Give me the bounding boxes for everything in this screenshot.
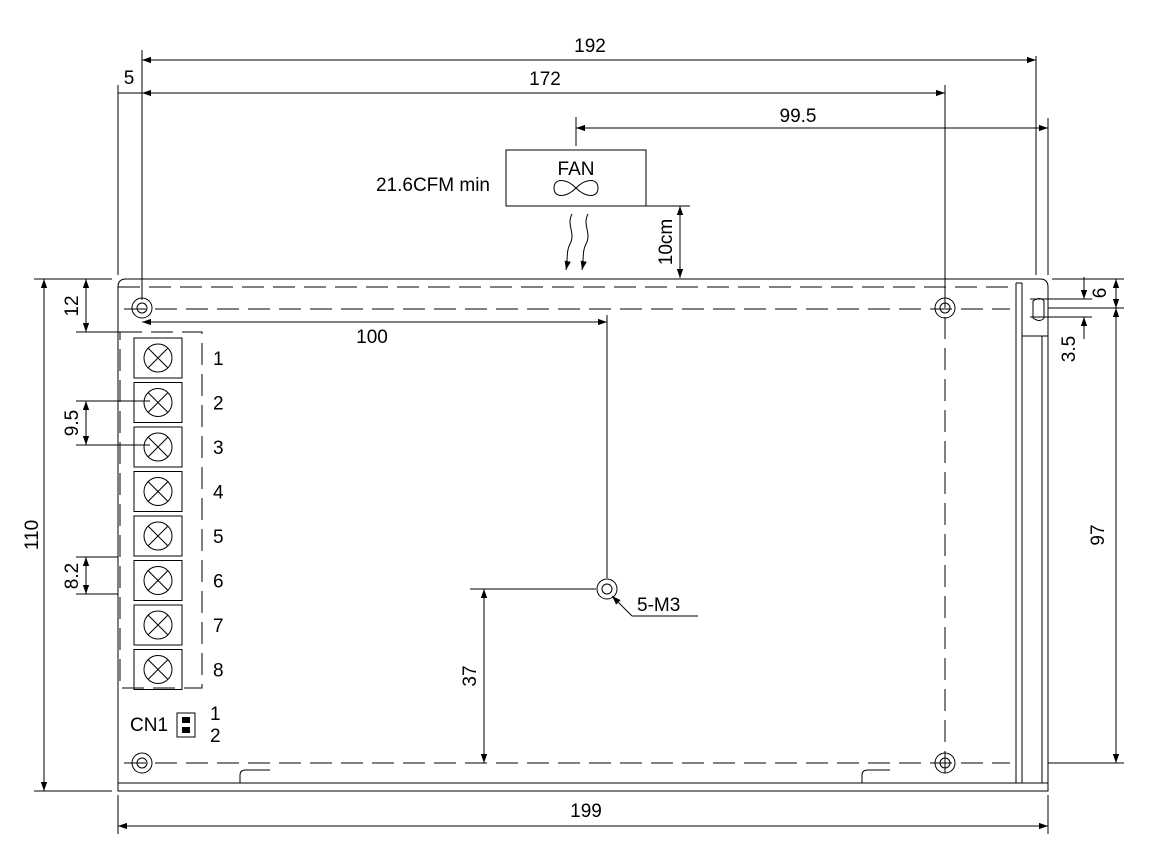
terminal-number: 8 [213, 661, 224, 682]
terminal-screw-4 [133, 471, 183, 512]
terminal-block: 1 2 3 4 5 6 7 8 [119, 331, 224, 690]
airflow-arrows-icon [564, 213, 589, 271]
terminal-screw-1 [133, 337, 183, 379]
mounting-label: 5-M3 [637, 595, 680, 616]
connector-pin-1: 1 [210, 704, 221, 725]
dim-110-label: 110 [22, 520, 43, 550]
dim-37-label: 37 [460, 665, 481, 686]
dim-12: 12 [62, 279, 120, 333]
dim-5: 5 [117, 68, 142, 275]
dim-199-label: 199 [570, 801, 602, 822]
mounting-holes [131, 297, 956, 774]
dim-6: 6 [1052, 278, 1124, 308]
dim-100-label: 100 [356, 327, 388, 348]
fan-label: FAN [558, 159, 595, 180]
dim-8-2-label: 8.2 [62, 563, 83, 589]
dim-99-5: 99.5 [575, 106, 1049, 275]
terminal-number: 7 [213, 616, 224, 637]
infinity-icon [553, 180, 599, 196]
dim-192: 192 [141, 36, 1037, 300]
terminal-number: 4 [213, 483, 224, 504]
terminal-number: 2 [213, 394, 224, 415]
dim-110: 110 [22, 278, 112, 792]
callout-5-m3: 5-M3 [611, 595, 698, 617]
terminal-number: 5 [213, 527, 224, 548]
connector-cn1: CN1 1 2 [130, 704, 221, 747]
connector-label: CN1 [130, 715, 168, 736]
dim-9-5-label: 9.5 [62, 410, 83, 436]
dim-5-label: 5 [124, 68, 135, 89]
dim-172-label: 172 [529, 69, 561, 90]
mount-hole-bottom-right [934, 752, 956, 774]
centerlines [118, 286, 1016, 780]
terminal-number: 3 [213, 438, 224, 459]
terminal-screw-6 [133, 560, 183, 601]
terminal-number: 1 [213, 349, 224, 370]
terminal-labels: 1 2 3 4 5 6 7 8 [213, 349, 224, 682]
dim-37: 37 [460, 588, 596, 763]
dim-3-5-label: 3.5 [1059, 336, 1080, 362]
dim-6-label: 6 [1090, 288, 1111, 299]
chassis-outline [117, 278, 1049, 792]
terminal-screw-5 [133, 515, 183, 557]
dim-97-label: 97 [1088, 524, 1109, 545]
terminal-screw-3 [133, 426, 183, 468]
terminal-screws [133, 337, 183, 690]
dim-12-label: 12 [62, 295, 83, 316]
dim-9-5: 9.5 [62, 400, 150, 446]
mount-hole-top-left [131, 297, 153, 319]
dim-172: 172 [142, 69, 946, 298]
connector-pin-2: 2 [210, 726, 221, 747]
fan-airflow: 21.6CFM min [376, 175, 490, 196]
mount-hole-center [596, 578, 618, 600]
dim-192-label: 192 [574, 36, 606, 57]
dim-99-5-label: 99.5 [780, 106, 817, 127]
fan-clearance: 10cm [656, 219, 677, 265]
dim-3-5: 3.5 [1030, 277, 1092, 362]
dim-97: 97 [1048, 307, 1124, 764]
terminal-screw-2 [133, 382, 183, 423]
terminal-screw-8 [133, 649, 183, 690]
terminal-number: 6 [213, 572, 224, 593]
fan-box: FAN [505, 149, 647, 207]
dim-100: 100 [142, 315, 608, 578]
terminal-screw-7 [133, 604, 183, 646]
dim-199: 199 [117, 795, 1049, 834]
mount-hole-bottom-left [131, 752, 153, 774]
dim-8-2: 8.2 [62, 556, 118, 595]
